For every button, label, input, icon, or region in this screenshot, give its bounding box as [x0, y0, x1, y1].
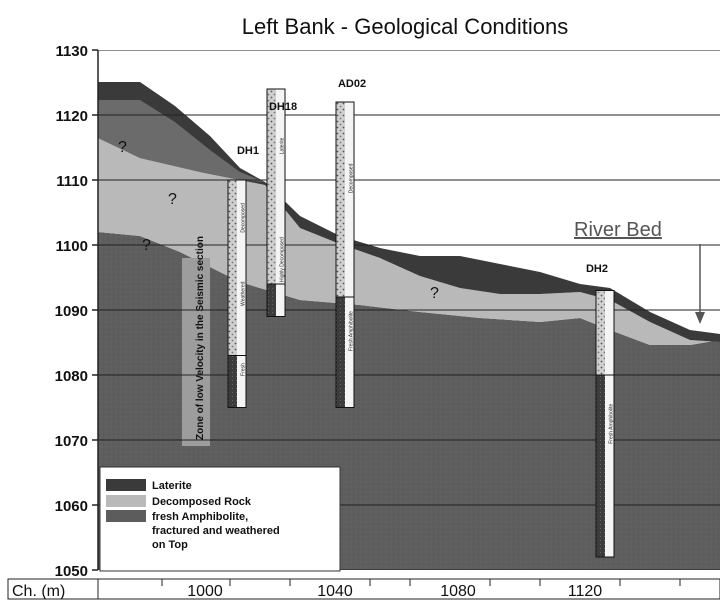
- borehole-log-text: Weathered: [241, 281, 247, 306]
- borehole-outline: [335, 101, 355, 408]
- borehole-name: AD02: [338, 78, 366, 90]
- y-tick-label: 1110: [56, 173, 88, 190]
- x-tick-label: 1080: [440, 583, 476, 600]
- borehole-log-text: Fresh Amphibolite: [349, 311, 355, 351]
- borehole-segment: [336, 102, 345, 297]
- river-bed-marker: River Bed: [572, 214, 720, 324]
- y-axis-ticks: 1130 1120 1110 1100 1090 1080 1070 1060 1050: [55, 43, 98, 580]
- borehole-outline: [266, 88, 286, 317]
- legend-label-laterite: Laterite: [152, 480, 192, 492]
- borehole-outline: [595, 290, 615, 558]
- y-tick-label: 1130: [55, 43, 88, 60]
- question-mark: ?: [142, 237, 151, 254]
- borehole-name: DH18: [269, 101, 297, 113]
- borehole-segment: [228, 180, 237, 356]
- legend-label-decomposed: Decomposed Rock: [152, 496, 252, 508]
- borehole-segment: [596, 290, 605, 375]
- river-bed-label: River Bed: [574, 219, 662, 241]
- x-axis-bar: Ch. (m) 1000 1040 1080 1120: [7, 578, 720, 600]
- borehole-outline: [227, 179, 247, 408]
- y-tick-label: 1080: [55, 368, 88, 385]
- borehole-segment: [228, 355, 237, 408]
- low-velocity-zone: [182, 258, 210, 446]
- borehole-name: DH1: [237, 145, 259, 157]
- borehole-log-strip: [345, 102, 354, 408]
- x-axis-label: Ch. (m): [12, 583, 65, 600]
- borehole-log-strip: [276, 89, 285, 317]
- y-tick-label: 1090: [55, 303, 88, 320]
- borehole-log-text: Decomposed: [349, 163, 355, 193]
- laterite-layer: [98, 82, 720, 342]
- borehole-log-strip: [605, 290, 614, 557]
- borehole-log-text: Fresh: [241, 363, 247, 376]
- y-tick-label: 1120: [55, 108, 88, 125]
- borehole-log-strip: [237, 180, 246, 408]
- y-tick-label: 1060: [55, 498, 88, 515]
- legend-label-fresh: fresh Amphibolite, fractured and weather…: [152, 511, 283, 551]
- low-velocity-zone-label: Zone of low Velocity in the Seismic sect…: [195, 236, 206, 440]
- question-mark: ?: [430, 285, 439, 302]
- river-bed-arrowhead: [695, 312, 705, 324]
- decomposed-rock-layer: [98, 138, 720, 345]
- question-mark: ?: [168, 191, 177, 208]
- y-tick-label: 1100: [55, 238, 88, 255]
- borehole-log-text: Laterite: [280, 137, 286, 154]
- x-axis-ticks: 1000 1040 1080 1120: [161, 579, 681, 600]
- legend-swatch-decomposed: [106, 495, 146, 507]
- borehole-segment: [596, 375, 605, 557]
- y-tick-label: 1070: [55, 433, 88, 450]
- borehole-segment: [336, 297, 345, 408]
- legend-swatch-fresh: [106, 510, 146, 522]
- borehole-segment: [267, 284, 276, 317]
- borehole-log-text: Fresh Amphibolite: [609, 404, 615, 444]
- x-tick-label: 1040: [317, 583, 353, 600]
- legend: Laterite Decomposed Rock fresh Amphiboli…: [99, 466, 341, 572]
- y-tick-label: 1050: [55, 563, 88, 580]
- question-mark: ?: [118, 139, 127, 156]
- legend-swatch-laterite: [106, 479, 146, 491]
- borehole-log-text: Highly Decomposed: [280, 237, 286, 282]
- borehole-dh2: Fresh Amphibolite DH2: [586, 263, 615, 558]
- borehole-name: DH2: [586, 263, 608, 275]
- borehole-log-text: Decomposed: [241, 203, 247, 233]
- x-tick-label: 1000: [187, 583, 223, 600]
- upper-decomposed-band: [98, 100, 265, 182]
- borehole-segment: [267, 89, 276, 284]
- x-tick-label: 1120: [568, 583, 603, 600]
- diagram-title: Left Bank - Geological Conditions: [242, 14, 569, 39]
